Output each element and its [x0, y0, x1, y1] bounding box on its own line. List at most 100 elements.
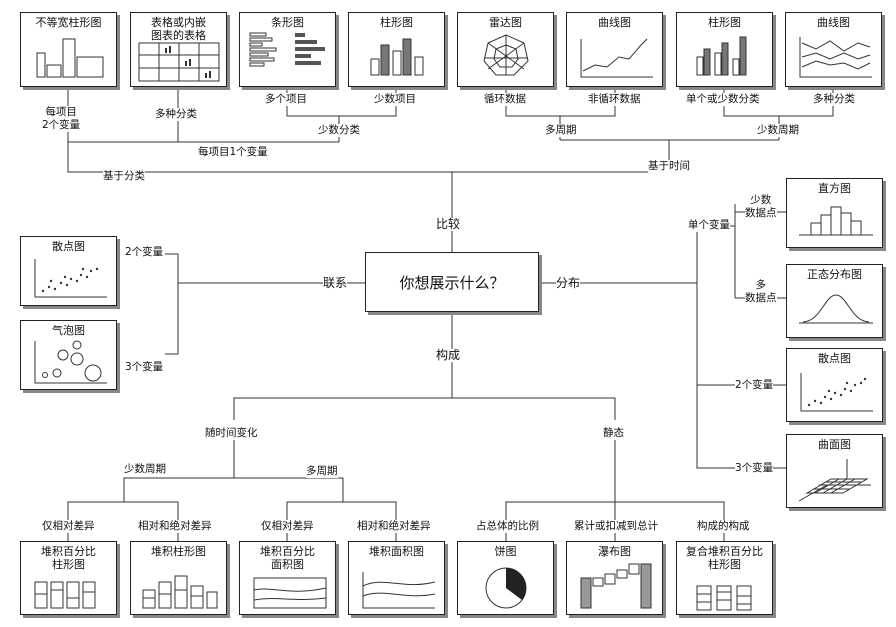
box-title: 条形图: [271, 16, 304, 29]
bubble-chart-box: 气泡图: [20, 320, 117, 390]
box-title: 瀑布图: [598, 545, 631, 558]
box-title: 表格或内嵌 图表的表格: [151, 16, 206, 42]
center-question: 你想展示什么？: [365, 252, 539, 312]
variable-width-column-box: 不等宽柱形图: [20, 12, 117, 87]
box-title: 饼图: [494, 545, 517, 558]
label-relative-only-2: 仅相对差异: [261, 520, 314, 533]
box-title: 正态分布图: [807, 268, 862, 281]
label-non-cyclic: 非循环数据: [588, 93, 641, 106]
box-title: 气泡图: [52, 324, 85, 337]
stacked-column-icon: [142, 575, 218, 609]
label-accumulate: 累计或扣减到总计: [574, 520, 658, 533]
label-rel-abs-2: 相对和绝对差异: [357, 520, 431, 533]
waterfall-chart-icon: [580, 563, 652, 609]
box-title: 堆积百分比 柱形图: [41, 545, 96, 571]
box-title: 曲线图: [598, 16, 631, 29]
line-chart-icon: [580, 38, 653, 78]
stacked-100-subcomponent-icon: [696, 585, 752, 611]
label-few-points: 少数 数据点: [745, 194, 777, 220]
box-title: 柱形图: [380, 16, 413, 29]
label-two-var-per-item: 每项目 2个变量: [42, 106, 81, 132]
box-title: 堆积百分比 面积图: [260, 545, 315, 571]
histogram-box: 直方图: [786, 178, 883, 248]
label-cyclic: 循环数据: [484, 93, 526, 106]
radar-chart-icon: [483, 34, 529, 76]
box-title: 堆积柱形图: [151, 545, 206, 558]
bar-chart-box: 条形图: [239, 12, 336, 87]
label-relative-only-1: 仅相对差异: [42, 520, 95, 533]
pie-chart-icon: [485, 567, 527, 609]
box-title: 柱形图: [708, 16, 741, 29]
scatter-chart-box-2: 散点图: [786, 348, 883, 422]
label-many-categories: 多种分类: [155, 108, 197, 121]
table-embedded-box: 表格或内嵌 图表的表格: [130, 12, 227, 87]
stacked-column-box: 堆积柱形图: [130, 541, 227, 615]
box-title: 雷达图: [489, 16, 522, 29]
label-comp-of-comp: 构成的构成: [697, 520, 750, 533]
label-few-items: 少数项目: [374, 93, 416, 106]
label-dist-three-var: 3个变量: [735, 462, 774, 475]
label-by-time: 基于时间: [648, 160, 690, 173]
bubble-chart-icon: [34, 340, 107, 384]
bar-chart-icon: [249, 32, 325, 67]
label-many-points: 多 数据点: [745, 279, 777, 305]
column-chart-box-2: 柱形图: [676, 12, 773, 87]
label-dist-two-var: 2个变量: [735, 379, 774, 392]
branch-compare: 比较: [436, 217, 461, 231]
label-relation-three-var: 3个变量: [125, 361, 164, 374]
column-chart-icon: [696, 36, 747, 76]
label-relation-two-var: 2个变量: [125, 246, 164, 259]
pie-chart-box: 饼图: [457, 541, 554, 615]
box-title: 复合堆积百分比 柱形图: [686, 545, 763, 571]
stacked-area-icon: [362, 572, 436, 609]
histogram-icon: [799, 206, 873, 236]
label-comp-many-periods: 多周期: [306, 465, 338, 478]
box-title: 散点图: [52, 240, 85, 253]
label-by-category: 基于分类: [103, 170, 145, 183]
label-over-time: 随时间变化: [205, 427, 258, 440]
scatter-chart-box-1: 散点图: [20, 236, 117, 306]
label-many-items: 多个项目: [265, 93, 307, 106]
box-title: 曲面图: [818, 438, 851, 451]
bell-curve-icon: [799, 294, 873, 324]
box-title: 堆积面积图: [369, 545, 424, 558]
stacked-area-box: 堆积面积图: [348, 541, 445, 615]
column-chart-icon: [370, 38, 424, 76]
normal-distribution-box: 正态分布图: [786, 264, 883, 338]
stacked-100-subcomponent-box: 复合堆积百分比 柱形图: [676, 541, 773, 615]
label-few-categories: 少数分类: [318, 124, 360, 137]
multi-line-chart-icon: [799, 37, 872, 78]
scatter-chart-icon: [34, 259, 107, 298]
stacked-100-column-icon: [34, 581, 96, 609]
branch-relation: 联系: [323, 276, 348, 290]
box-title: 散点图: [818, 352, 851, 365]
label-few-periods: 少数周期: [757, 124, 799, 137]
box-title: 直方图: [818, 182, 851, 195]
label-single-var: 单个变量: [688, 219, 730, 232]
stacked-100-column-box: 堆积百分比 柱形图: [20, 541, 117, 615]
branch-composition: 构成: [436, 348, 461, 362]
scatter-chart-icon: [800, 373, 873, 412]
label-single-or-few: 单个或少数分类: [686, 93, 760, 106]
table-grid-icon: [138, 42, 220, 82]
line-chart-box-2: 曲线图: [785, 12, 882, 87]
radar-chart-box: 雷达图: [457, 12, 554, 87]
label-share-total: 占总体的比例: [476, 520, 539, 533]
stacked-100-area-box: 堆积百分比 面积图: [239, 541, 336, 615]
surface-chart-box: 曲面图: [786, 434, 883, 508]
surface-chart-icon: [798, 459, 871, 502]
label-static: 静态: [603, 427, 624, 440]
label-many-periods: 多周期: [545, 124, 577, 137]
branch-distribution: 分布: [556, 276, 581, 290]
label-many-cat: 多种分类: [813, 93, 855, 106]
column-chart-box-1: 柱形图: [348, 12, 445, 87]
variable-width-column-icon: [36, 38, 104, 78]
waterfall-chart-box: 瀑布图: [566, 541, 663, 615]
label-comp-few-periods: 少数周期: [124, 463, 166, 476]
stacked-100-area-icon: [253, 577, 327, 609]
box-title: 不等宽柱形图: [35, 16, 102, 29]
line-chart-box-1: 曲线图: [566, 12, 663, 87]
label-rel-abs-1: 相对和绝对差异: [138, 520, 212, 533]
box-title: 曲线图: [817, 16, 850, 29]
